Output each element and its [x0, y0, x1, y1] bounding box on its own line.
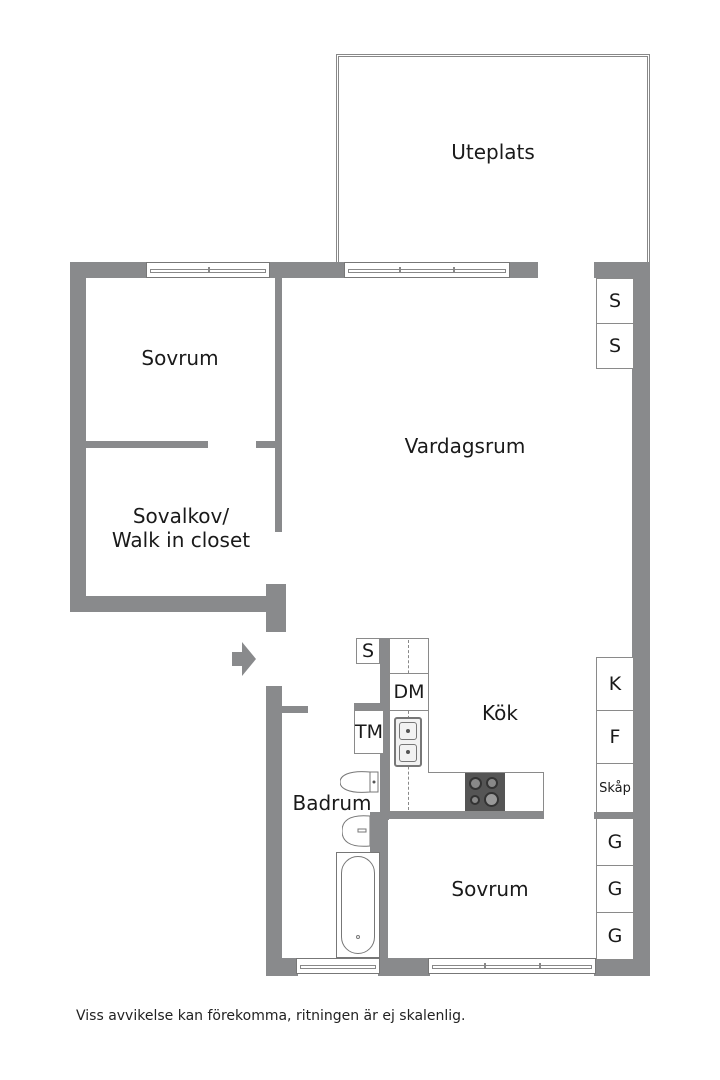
wardrobe: G — [596, 865, 634, 913]
window-sovrum-2 — [428, 958, 596, 974]
sink-icon — [394, 717, 422, 767]
freezer-cabinet: K — [596, 657, 634, 711]
wall-kitchen-back — [380, 638, 389, 820]
room-label-badrum: Badrum — [292, 791, 372, 815]
wall-left-bottom — [70, 596, 286, 612]
storage-cabinet: S — [596, 278, 634, 324]
room-label-sovalkov: Sovalkov/ Walk in closet — [86, 504, 276, 552]
wall-top-left — [70, 262, 148, 278]
wall-entrance-stub — [280, 706, 308, 713]
wall-top-right-a — [508, 262, 538, 278]
room-label-sovrum: Sovrum — [141, 346, 219, 370]
wall-sovrum-divider-b — [256, 441, 278, 448]
room-label-kok: Kök — [482, 701, 518, 725]
wall-top-mid — [268, 262, 346, 278]
storage-cabinet: S — [596, 323, 634, 369]
wall-left — [70, 262, 86, 612]
arrow-right-icon — [232, 640, 258, 678]
room-label-uteplats: Uteplats — [451, 140, 535, 164]
wall-closet-stub — [594, 812, 634, 819]
bathtub-icon — [336, 852, 380, 958]
wardrobe: G — [596, 912, 634, 960]
window-badrum — [296, 958, 380, 974]
wall-sovrum-right — [275, 278, 282, 532]
wall-bottom-left — [266, 958, 298, 976]
washbasin-icon — [341, 814, 371, 848]
room-label-sovrum-2: Sovrum — [451, 877, 529, 901]
wall-bottom-mid — [378, 958, 430, 976]
wall-bottom-right — [594, 958, 650, 976]
washing-machine: TM — [354, 710, 384, 754]
stove-icon — [465, 773, 505, 811]
toilet-icon — [339, 770, 380, 794]
cupboard-cabinet: Skåp — [596, 763, 634, 813]
wall-entrance-upper — [266, 584, 286, 632]
disclaimer-text: Viss avvikelse kan förekomma, ritningen … — [76, 1008, 466, 1024]
wall-right — [632, 262, 650, 976]
fridge-cabinet: F — [596, 710, 634, 764]
window-sovrum — [146, 262, 270, 278]
room-label-vardagsrum: Vardagsrum — [404, 434, 526, 458]
sovalkov-line-1: Sovalkov/ — [132, 504, 230, 528]
dishwasher: DM — [389, 673, 429, 711]
window-vardagsrum — [344, 262, 510, 278]
sovalkov-line-2: Walk in closet — [111, 528, 251, 552]
wall-entrance-lower — [266, 686, 282, 976]
wall-sovrum-divider-a — [86, 441, 208, 448]
wardrobe: G — [596, 818, 634, 866]
terrace-outline — [336, 54, 650, 264]
wall-kitchen-bottom — [384, 812, 544, 819]
hall-storage-cabinet: S — [356, 638, 380, 664]
wall-tm-top — [354, 703, 384, 711]
